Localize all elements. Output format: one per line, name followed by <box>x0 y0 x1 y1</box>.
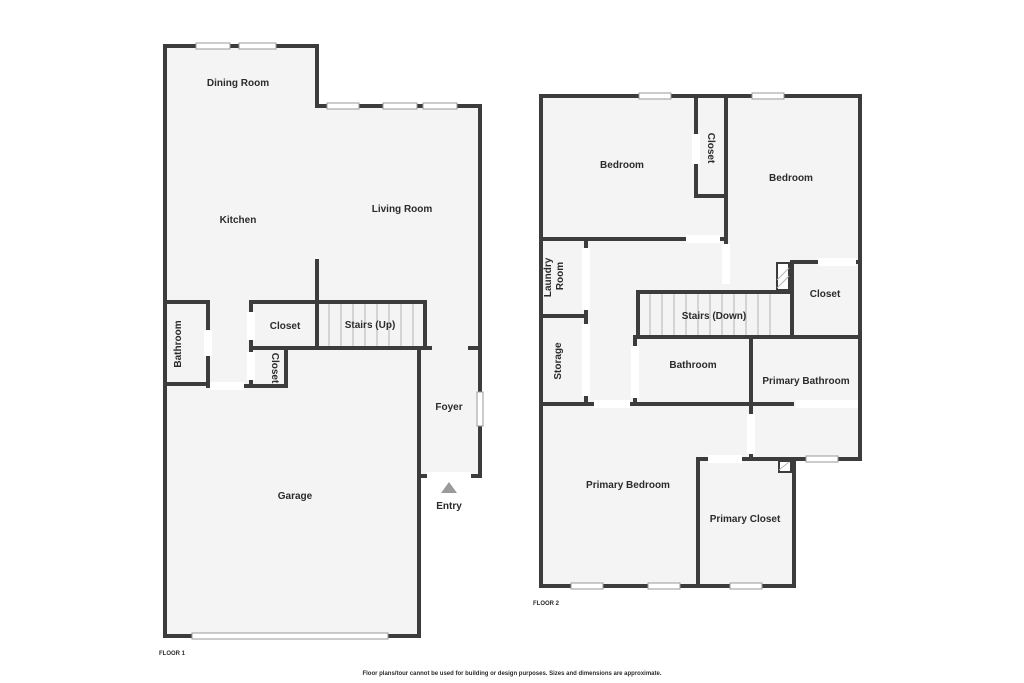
stairs-up-treads <box>328 304 414 346</box>
stairs-down-treads <box>649 294 771 335</box>
room-label-closet-small: Closet <box>269 353 280 384</box>
room-label-stairs-down: Stairs (Down) <box>682 311 746 322</box>
room-label-living-room: Living Room <box>372 204 433 215</box>
floor-1-plan: Dining Room Kitchen Living Room Closet S… <box>159 42 484 657</box>
room-label-closet-1: Closet <box>705 133 716 164</box>
room-label-laundry-room: Laundry Room <box>543 255 566 297</box>
room-label-garage: Garage <box>278 491 313 502</box>
room-label-primary-closet: Primary Closet <box>710 514 781 525</box>
room-label-closet-2: Closet <box>810 289 841 300</box>
room-label-bedroom-1: Bedroom <box>600 160 644 171</box>
room-label-closet: Closet <box>270 321 301 332</box>
room-label-stairs-up: Stairs (Up) <box>345 320 396 331</box>
chase-box-icon <box>776 262 792 473</box>
room-label-foyer: Foyer <box>435 402 462 413</box>
entry-arrow-icon <box>441 482 457 493</box>
floor-2-label: FLOOR 2 <box>533 601 560 607</box>
room-label-primary-bathroom: Primary Bathroom <box>762 376 849 387</box>
room-label-dining-room: Dining Room <box>207 78 269 89</box>
room-label-bedroom-2: Bedroom <box>769 173 813 184</box>
laundry-label-line-1: Laundry <box>543 257 554 297</box>
room-label-bathroom: Bathroom <box>173 320 184 367</box>
entry-label: Entry <box>436 501 462 512</box>
floor-2-plan: Bedroom Closet Bedroom Laundry Room Clos… <box>533 92 862 607</box>
room-label-primary-bedroom: Primary Bedroom <box>586 480 670 491</box>
laundry-label-line-2: Room <box>555 262 566 290</box>
disclaimer-text: Floor plans/tour cannot be used for buil… <box>362 671 661 677</box>
room-label-storage: Storage <box>553 342 564 380</box>
room-label-bathroom: Bathroom <box>669 360 716 371</box>
room-label-kitchen: Kitchen <box>220 215 257 226</box>
floor-1-label: FLOOR 1 <box>159 651 186 657</box>
